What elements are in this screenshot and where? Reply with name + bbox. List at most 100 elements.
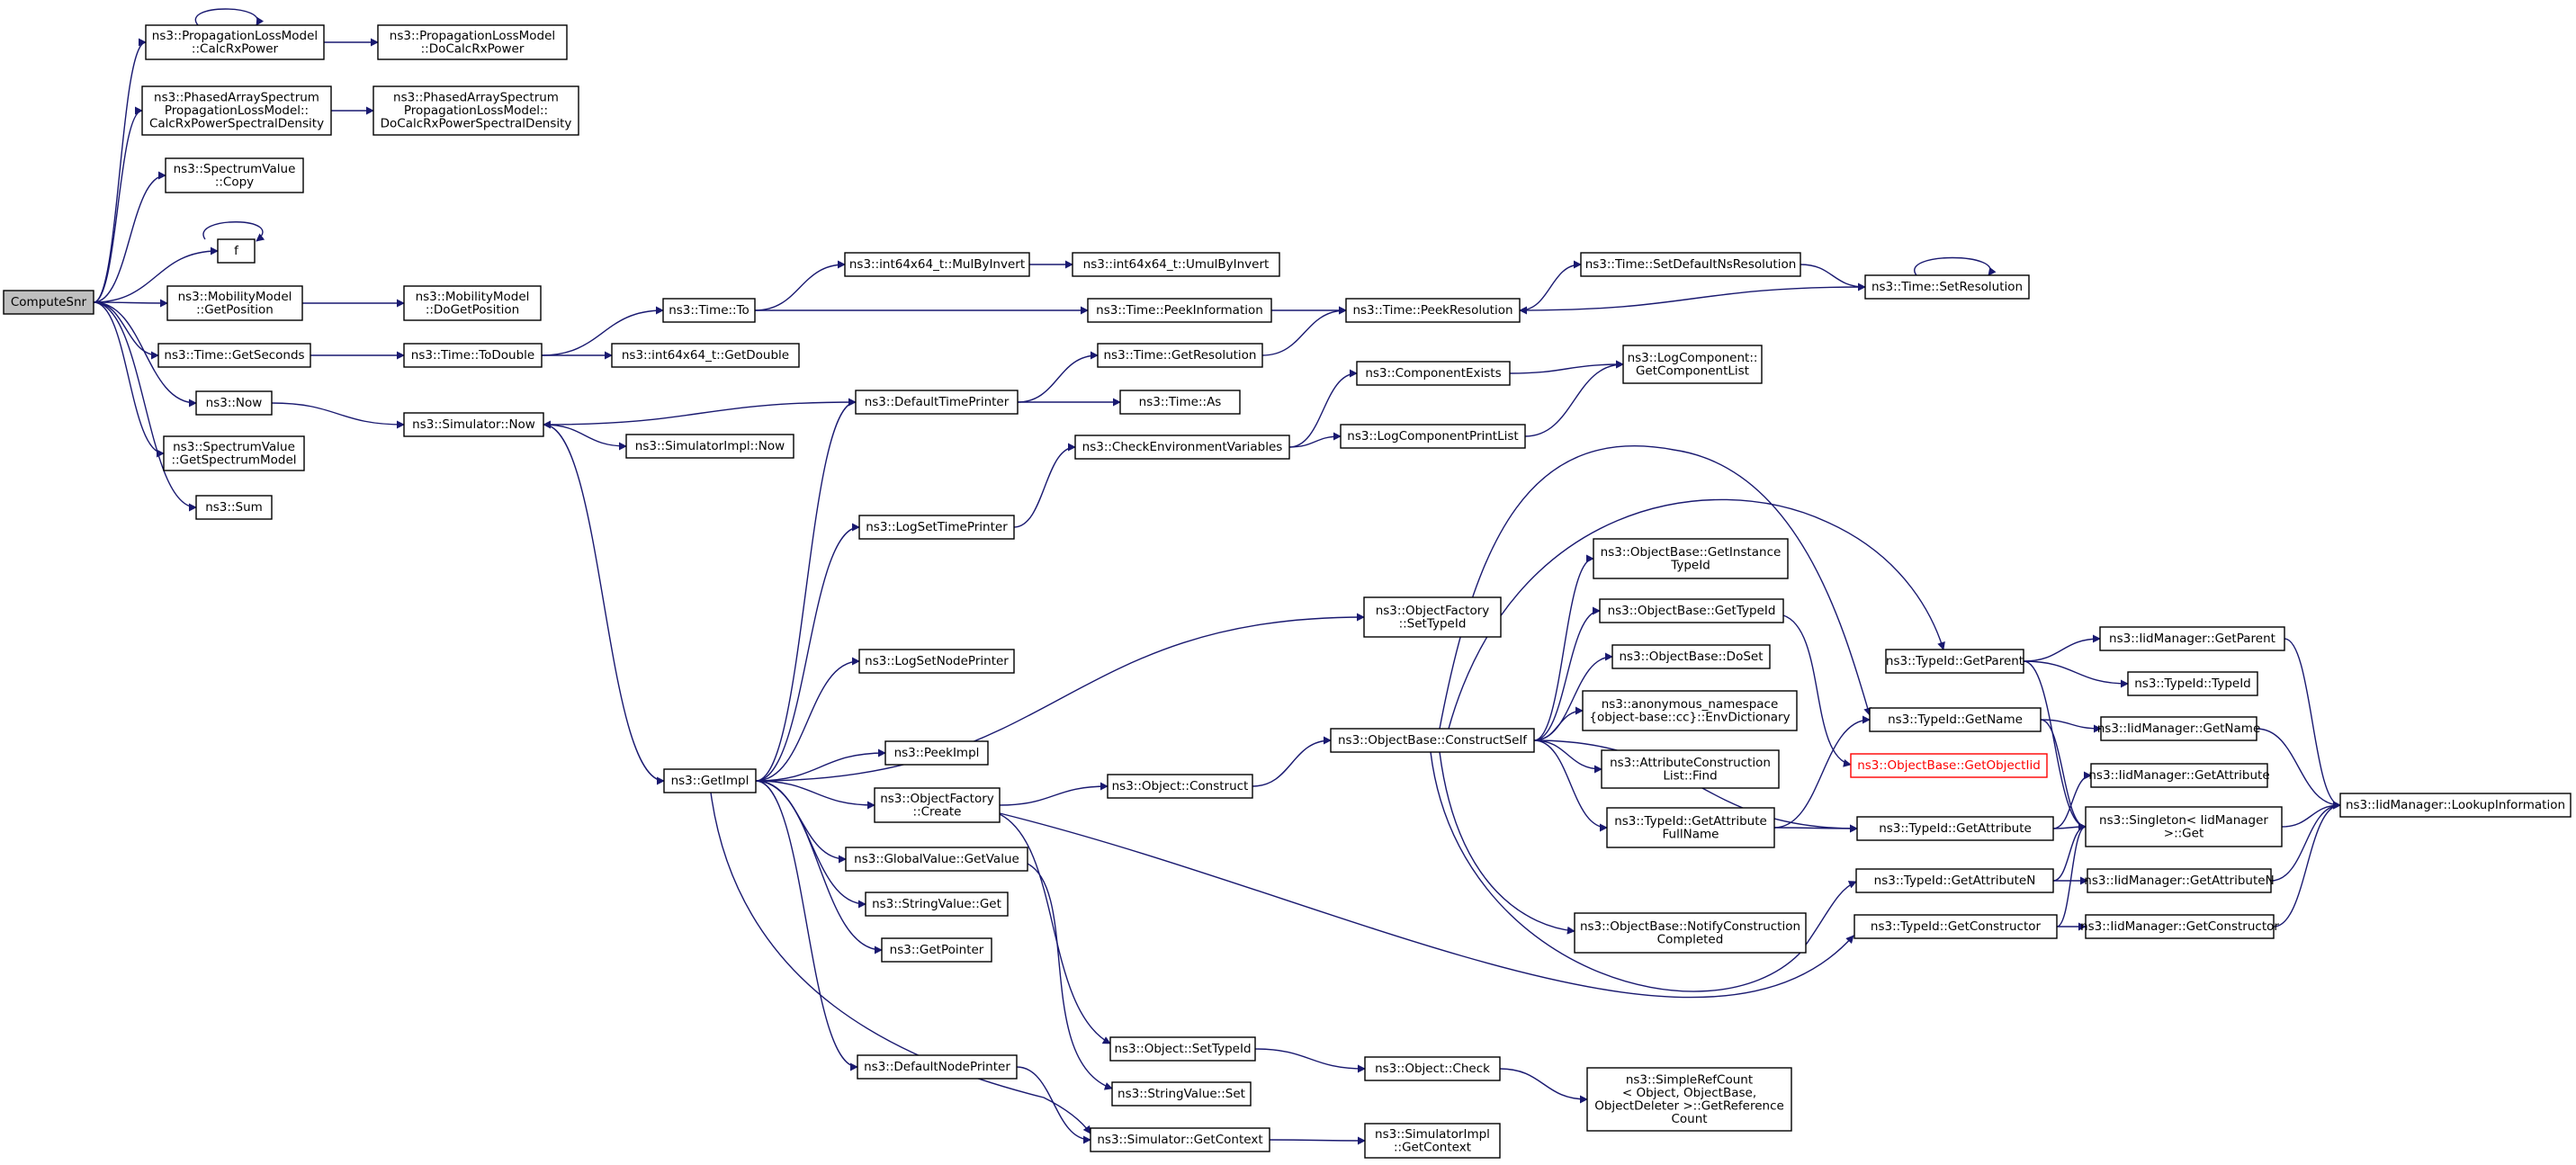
node-globalvalue-getvalue[interactable]: ns3::GlobalValue::GetValue — [845, 847, 1028, 872]
node-time-getres[interactable]: ns3::Time::GetResolution — [1097, 343, 1263, 368]
node-iid-lookupinfo[interactable]: ns3::IidManager::LookupInformation — [2339, 793, 2572, 818]
node-label-line: f — [234, 244, 239, 258]
node-time-to[interactable]: ns3::Time::To — [662, 298, 756, 323]
node-spectrum-copy[interactable]: ns3::SpectrumValue::Copy — [165, 157, 304, 193]
node-iid-getname[interactable]: ns3::IidManager::GetName — [2097, 716, 2261, 741]
node-default-node-printer[interactable]: ns3::DefaultNodePrinter — [857, 1054, 1018, 1080]
node-box — [403, 343, 543, 368]
call-edge-simulator_now-to-getimpl — [543, 424, 665, 785]
call-edge-objbase_constructself-to-objbase_gettypeid — [1533, 606, 1601, 741]
call-edge-typeid_getattributen-to-singleton_get — [2052, 822, 2087, 882]
edges-layer — [93, 8, 2341, 1145]
node-objbase-notifyconstruction[interactable]: ns3::ObjectBase::NotifyConstructionCompl… — [1574, 912, 1807, 954]
node-mob-getpos[interactable]: ns3::MobilityModel::GetPosition — [166, 285, 303, 321]
node-box — [141, 85, 332, 136]
node-objbase-constructself[interactable]: ns3::ObjectBase::ConstructSelf — [1330, 728, 1535, 753]
node-box — [1885, 649, 2024, 674]
node-iid-getconstructor[interactable]: ns3::IidManager::GetConstructor — [2080, 914, 2279, 939]
node-simulator-getcontext[interactable]: ns3::Simulator::GetContext — [1090, 1127, 1270, 1152]
call-edge-iid_getname-to-iid_lookupinfo — [2256, 728, 2341, 810]
node-getpointer[interactable]: ns3::GetPointer — [881, 937, 992, 963]
call-edge-typeid_getname-to-iid_getname — [2040, 719, 2102, 733]
node-time-getseconds[interactable]: ns3::Time::GetSeconds — [157, 343, 311, 368]
node-envdictionary[interactable]: ns3::anonymous_namespace{object-base::cc… — [1582, 690, 1798, 731]
node-check-env[interactable]: ns3::CheckEnvironmentVariables — [1074, 435, 1290, 460]
node-objbase-gettypeid[interactable]: ns3::ObjectBase::GetTypeId — [1599, 598, 1784, 623]
node-simplerefcount-getref[interactable]: ns3::SimpleRefCount< Object, ObjectBase,… — [1586, 1067, 1792, 1132]
node-iid-getparent[interactable]: ns3::IidManager::GetParent — [2099, 626, 2285, 651]
node-stringvalue-set[interactable]: ns3::StringValue::Set — [1111, 1081, 1252, 1107]
node-time-setdefaultns[interactable]: ns3::Time::SetDefaultNsResolution — [1580, 252, 1801, 277]
node-computesnr[interactable]: ComputeSnr — [3, 290, 94, 315]
node-singleton-get[interactable]: ns3::Singleton< IidManager >::Get — [2085, 806, 2283, 847]
node-typeid-typeid[interactable]: ns3::TypeId::TypeId — [2127, 671, 2258, 696]
call-edge-objbase_constructself-to-typeid_getname — [1439, 445, 1872, 730]
node-objfactory-create[interactable]: ns3::ObjectFactory::Create — [874, 787, 1001, 823]
node-box — [166, 285, 303, 321]
node-logcomp-printlist[interactable]: ns3::LogComponentPrintList — [1340, 424, 1526, 449]
node-time-as[interactable]: ns3::Time::As — [1119, 390, 1241, 415]
node-simulator-now[interactable]: ns3::Simulator::Now — [403, 412, 544, 437]
node-phased-calc[interactable]: ns3::PhasedArraySpectrumPropagationLossM… — [141, 85, 332, 136]
node-phased-docalc[interactable]: ns3::PhasedArraySpectrumPropagationLossM… — [372, 85, 579, 136]
node-component-exists[interactable]: ns3::ComponentExists — [1356, 361, 1511, 386]
node-log-set-node-printer[interactable]: ns3::LogSetNodePrinter — [858, 649, 1015, 674]
node-simimpl-now[interactable]: ns3::SimulatorImpl::Now — [625, 434, 794, 459]
node-time-setres[interactable]: ns3::Time::SetResolution — [1864, 274, 2030, 300]
node-getimpl[interactable]: ns3::GetImpl — [663, 768, 757, 793]
node-label-line: ::DoCalcRxPower — [421, 41, 525, 56]
node-objbase-doset[interactable]: ns3::ObjectBase::DoSet — [1611, 644, 1771, 669]
node-f[interactable]: f — [217, 238, 256, 264]
node-label-line: ns3::SimulatorImpl — [1375, 1127, 1490, 1142]
node-log-set-time-printer[interactable]: ns3::LogSetTimePrinter — [858, 515, 1015, 540]
node-object-settypeid[interactable]: ns3::Object::SetTypeId — [1109, 1036, 1256, 1062]
node-iid-getattributen[interactable]: ns3::IidManager::GetAttributeN — [2084, 868, 2275, 893]
node-typeid-getname[interactable]: ns3::TypeId::GetName — [1869, 707, 2042, 732]
node-int64-mulbyinvert[interactable]: ns3::int64x64_t::MulByInvert — [844, 252, 1030, 277]
call-edge-typeid_getname-to-singleton_get — [2040, 719, 2087, 831]
call-edge-objfactory_create-to-object_settypeid — [999, 813, 1111, 1044]
node-typeid-getparent[interactable]: ns3::TypeId::GetParent — [1885, 649, 2024, 674]
node-iid-getattribute[interactable]: ns3::IidManager::GetAttribute — [2088, 763, 2270, 788]
node-box — [2100, 716, 2257, 741]
node-spectrum-getmodel[interactable]: ns3::SpectrumValue::GetSpectrumModel — [163, 435, 305, 471]
node-box — [1864, 274, 2030, 300]
call-edge-default_time_printer-to-time_getres — [1017, 351, 1099, 403]
node-typeid-getattribute[interactable]: ns3::TypeId::GetAttribute — [1856, 816, 2054, 841]
node-label-line: ns3::SimulatorImpl::Now — [635, 439, 785, 453]
node-stringvalue-get[interactable]: ns3::StringValue::Get — [865, 892, 1009, 917]
call-edge-computesnr-to-spectrum_copy — [93, 171, 166, 303]
call-edge-component_exists-to-logcomp_getlist — [1509, 360, 1624, 374]
node-typeid-getconstructor[interactable]: ns3::TypeId::GetConstructor — [1853, 914, 2058, 939]
node-int64-getdouble[interactable]: ns3::int64x64_t::GetDouble — [611, 343, 800, 368]
call-edge-typeid_getattrfullname-to-typeid_getname — [1773, 715, 1871, 829]
node-objfactory-settypeid[interactable]: ns3::ObjectFactory::SetTypeId — [1363, 596, 1502, 638]
node-logcomp-getlist[interactable]: ns3::LogComponent::GetComponentList — [1622, 345, 1763, 384]
node-peekimpl[interactable]: ns3::PeekImpl — [884, 740, 989, 766]
call-edge-singleton_get-to-iid_lookupinfo — [2281, 801, 2341, 828]
node-objbase-getobjectiid[interactable]: ns3::ObjectBase::GetObjectIid — [1850, 753, 2048, 778]
node-now[interactable]: ns3::Now — [195, 390, 273, 416]
call-edge-simulator_getcontext-to-simimpl_getcontext — [1269, 1136, 1366, 1145]
node-time-peekinfo[interactable]: ns3::Time::PeekInformation — [1087, 298, 1272, 323]
node-prop-docalc[interactable]: ns3::PropagationLossModel::DoCalcRxPower — [377, 24, 568, 60]
node-time-peekres[interactable]: ns3::Time::PeekResolution — [1345, 298, 1521, 323]
node-int64-umulbyinvert[interactable]: ns3::int64x64_t::UmulByInvert — [1072, 252, 1280, 277]
node-object-check[interactable]: ns3::Object::Check — [1364, 1056, 1501, 1081]
node-typeid-getattributen[interactable]: ns3::TypeId::GetAttributeN — [1855, 868, 2054, 893]
call-edge-objbase_constructself-to-typeid_getattrfullname — [1533, 739, 1608, 832]
node-object-construct[interactable]: ns3::Object::Construct — [1107, 774, 1253, 799]
node-label-line: ComputeSnr — [11, 295, 87, 309]
node-box — [2085, 914, 2275, 939]
node-default-time-printer[interactable]: ns3::DefaultTimePrinter — [855, 390, 1019, 415]
node-mob-dogetpos[interactable]: ns3::MobilityModel::DoGetPosition — [403, 285, 542, 321]
node-simimpl-getcontext[interactable]: ns3::SimulatorImpl::GetContext — [1364, 1123, 1501, 1159]
node-prop-calc[interactable]: ns3::PropagationLossModel::CalcRxPower — [145, 24, 325, 60]
node-sum[interactable]: ns3::Sum — [195, 495, 273, 520]
node-time-todouble[interactable]: ns3::Time::ToDouble — [403, 343, 543, 368]
node-label-line: List::Find — [1663, 768, 1717, 783]
node-label-line: ns3::IidManager::GetAttribute — [2088, 768, 2269, 783]
